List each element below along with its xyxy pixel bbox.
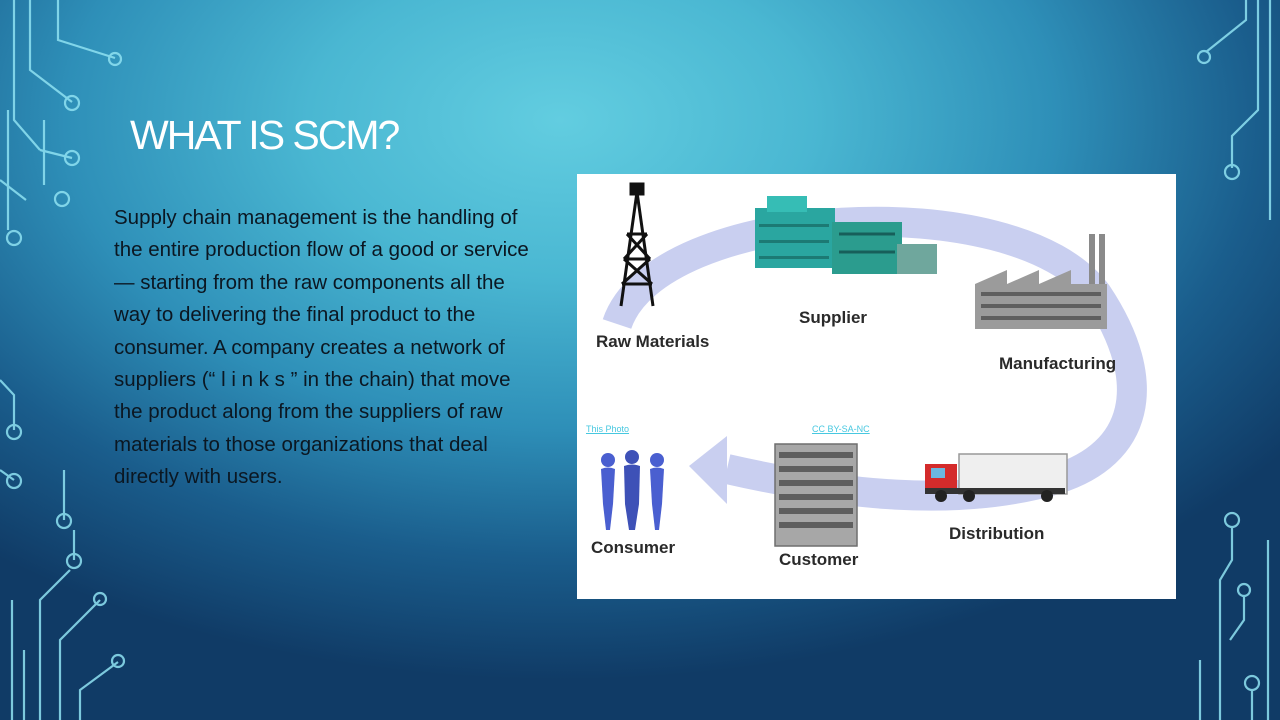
stage-label-distribution: Distribution xyxy=(949,524,1045,543)
photo-attribution-link[interactable]: This Photo xyxy=(586,424,630,434)
supply-chain-diagram: Raw Materials Supplier Manufacturing Dis… xyxy=(577,174,1176,599)
stage-label-supplier: Supplier xyxy=(799,308,868,327)
license-link[interactable]: CC BY-SA-NC xyxy=(812,424,870,434)
slide-body-text: Supply chain management is the handling … xyxy=(114,206,529,489)
flow-arrowhead xyxy=(689,436,727,504)
stage-label-raw-materials: Raw Materials xyxy=(596,332,710,351)
oil-derrick-icon xyxy=(619,182,655,307)
slide-title: WHAT IS SCM? xyxy=(130,112,400,158)
supplier-plant-icon xyxy=(755,196,937,274)
consumer-people-icon xyxy=(601,450,664,530)
stage-label-consumer: Consumer xyxy=(591,538,676,557)
customer-building-icon xyxy=(774,443,858,547)
stage-label-manufacturing: Manufacturing xyxy=(999,354,1117,373)
stage-label-customer: Customer xyxy=(779,550,859,569)
factory-icon xyxy=(975,234,1107,329)
truck-icon xyxy=(925,453,1068,502)
